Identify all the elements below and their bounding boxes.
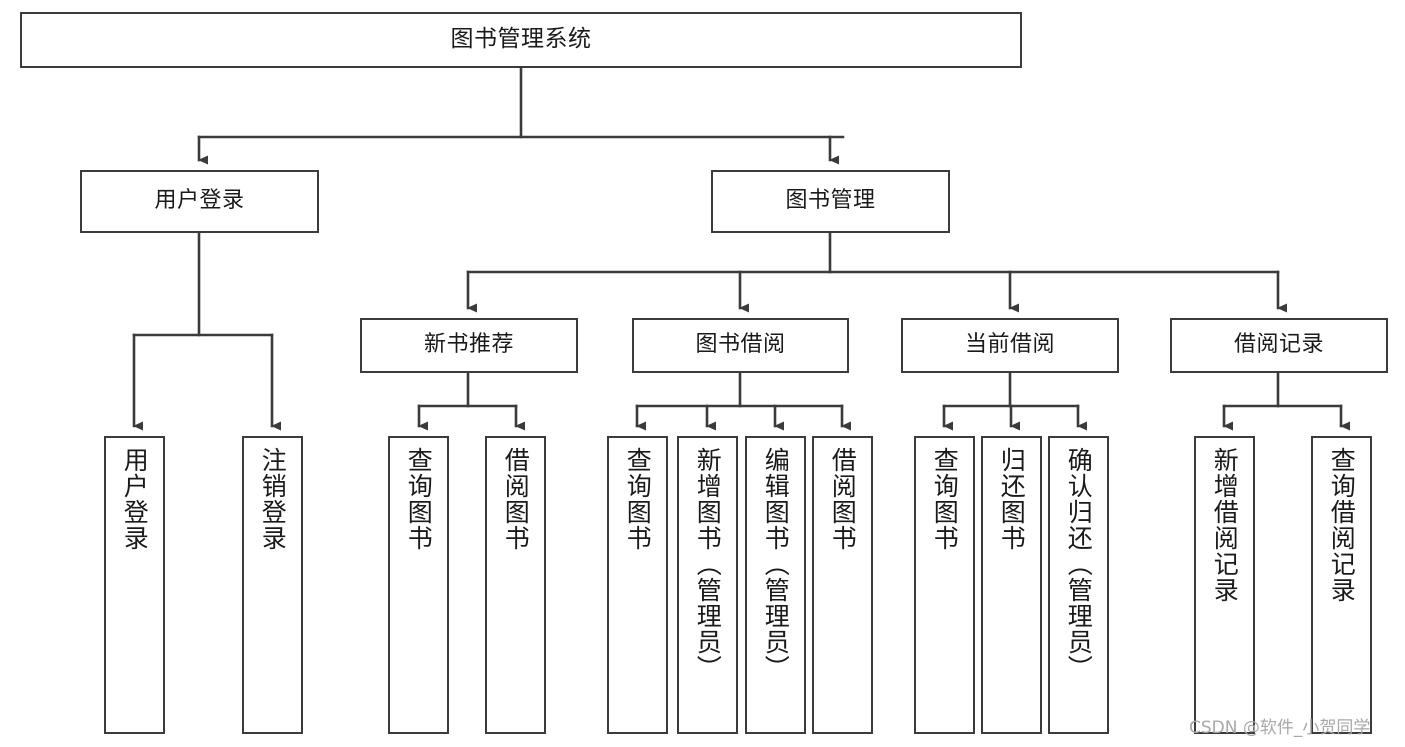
leaf-borrow-book-recommend[interactable]: 借阅图书 bbox=[485, 436, 546, 734]
node-current-borrow-label: 当前借阅 bbox=[964, 332, 1055, 358]
leaf-borrow-book-label: 借阅图书 bbox=[828, 447, 858, 551]
leaf-borrow-book-recommend-label: 借阅图书 bbox=[501, 447, 531, 551]
leaf-query-book-recommend-label: 查询图书 bbox=[404, 447, 434, 551]
leaf-user-login[interactable]: 用户登录 bbox=[104, 436, 165, 734]
leaf-edit-book-label: 编辑图书（管理员） bbox=[761, 447, 791, 681]
leaf-query-book-current[interactable]: 查询图书 bbox=[914, 436, 975, 734]
leaf-confirm-return[interactable]: 确认归还（管理员） bbox=[1048, 436, 1109, 734]
leaf-logout-login[interactable]: 注销登录 bbox=[242, 436, 303, 734]
node-book-borrow[interactable]: 图书借阅 bbox=[632, 318, 849, 373]
node-borrow-record-label: 借阅记录 bbox=[1233, 332, 1324, 358]
node-book-manage-label: 图书管理 bbox=[785, 188, 876, 214]
leaf-logout-login-label: 注销登录 bbox=[258, 447, 288, 551]
leaf-query-borrow-record-label: 查询借阅记录 bbox=[1327, 447, 1357, 603]
node-book-manage[interactable]: 图书管理 bbox=[711, 170, 950, 233]
leaf-query-book-recommend[interactable]: 查询图书 bbox=[388, 436, 449, 734]
watermark-text: CSDN @软件_小贺同学 bbox=[1189, 718, 1371, 738]
leaf-query-book-borrow[interactable]: 查询图书 bbox=[607, 436, 668, 734]
leaf-user-login-label: 用户登录 bbox=[120, 447, 150, 551]
leaf-add-book[interactable]: 新增图书（管理员） bbox=[677, 436, 738, 734]
node-root-label: 图书管理系统 bbox=[450, 26, 592, 53]
node-user-login-label: 用户登录 bbox=[154, 188, 245, 214]
leaf-add-borrow-record-label: 新增借阅记录 bbox=[1210, 447, 1240, 603]
leaf-edit-book[interactable]: 编辑图书（管理员） bbox=[745, 436, 806, 734]
node-new-book-recommend[interactable]: 新书推荐 bbox=[360, 318, 578, 373]
leaf-return-book[interactable]: 归还图书 bbox=[981, 436, 1042, 734]
leaf-query-book-borrow-label: 查询图书 bbox=[623, 447, 653, 551]
leaf-borrow-book[interactable]: 借阅图书 bbox=[812, 436, 873, 734]
node-book-borrow-label: 图书借阅 bbox=[695, 332, 786, 358]
node-current-borrow[interactable]: 当前借阅 bbox=[901, 318, 1119, 373]
node-root-book-management-system[interactable]: 图书管理系统 bbox=[20, 12, 1022, 68]
leaf-return-book-label: 归还图书 bbox=[997, 447, 1027, 551]
leaf-add-book-label: 新增图书（管理员） bbox=[693, 447, 723, 681]
node-borrow-record[interactable]: 借阅记录 bbox=[1170, 318, 1388, 373]
node-user-login[interactable]: 用户登录 bbox=[80, 170, 319, 233]
leaf-query-book-current-label: 查询图书 bbox=[930, 447, 960, 551]
leaf-confirm-return-label: 确认归还（管理员） bbox=[1064, 447, 1094, 681]
leaf-query-borrow-record[interactable]: 查询借阅记录 bbox=[1311, 436, 1372, 734]
leaf-add-borrow-record[interactable]: 新增借阅记录 bbox=[1194, 436, 1255, 734]
node-new-book-recommend-label: 新书推荐 bbox=[423, 332, 514, 358]
